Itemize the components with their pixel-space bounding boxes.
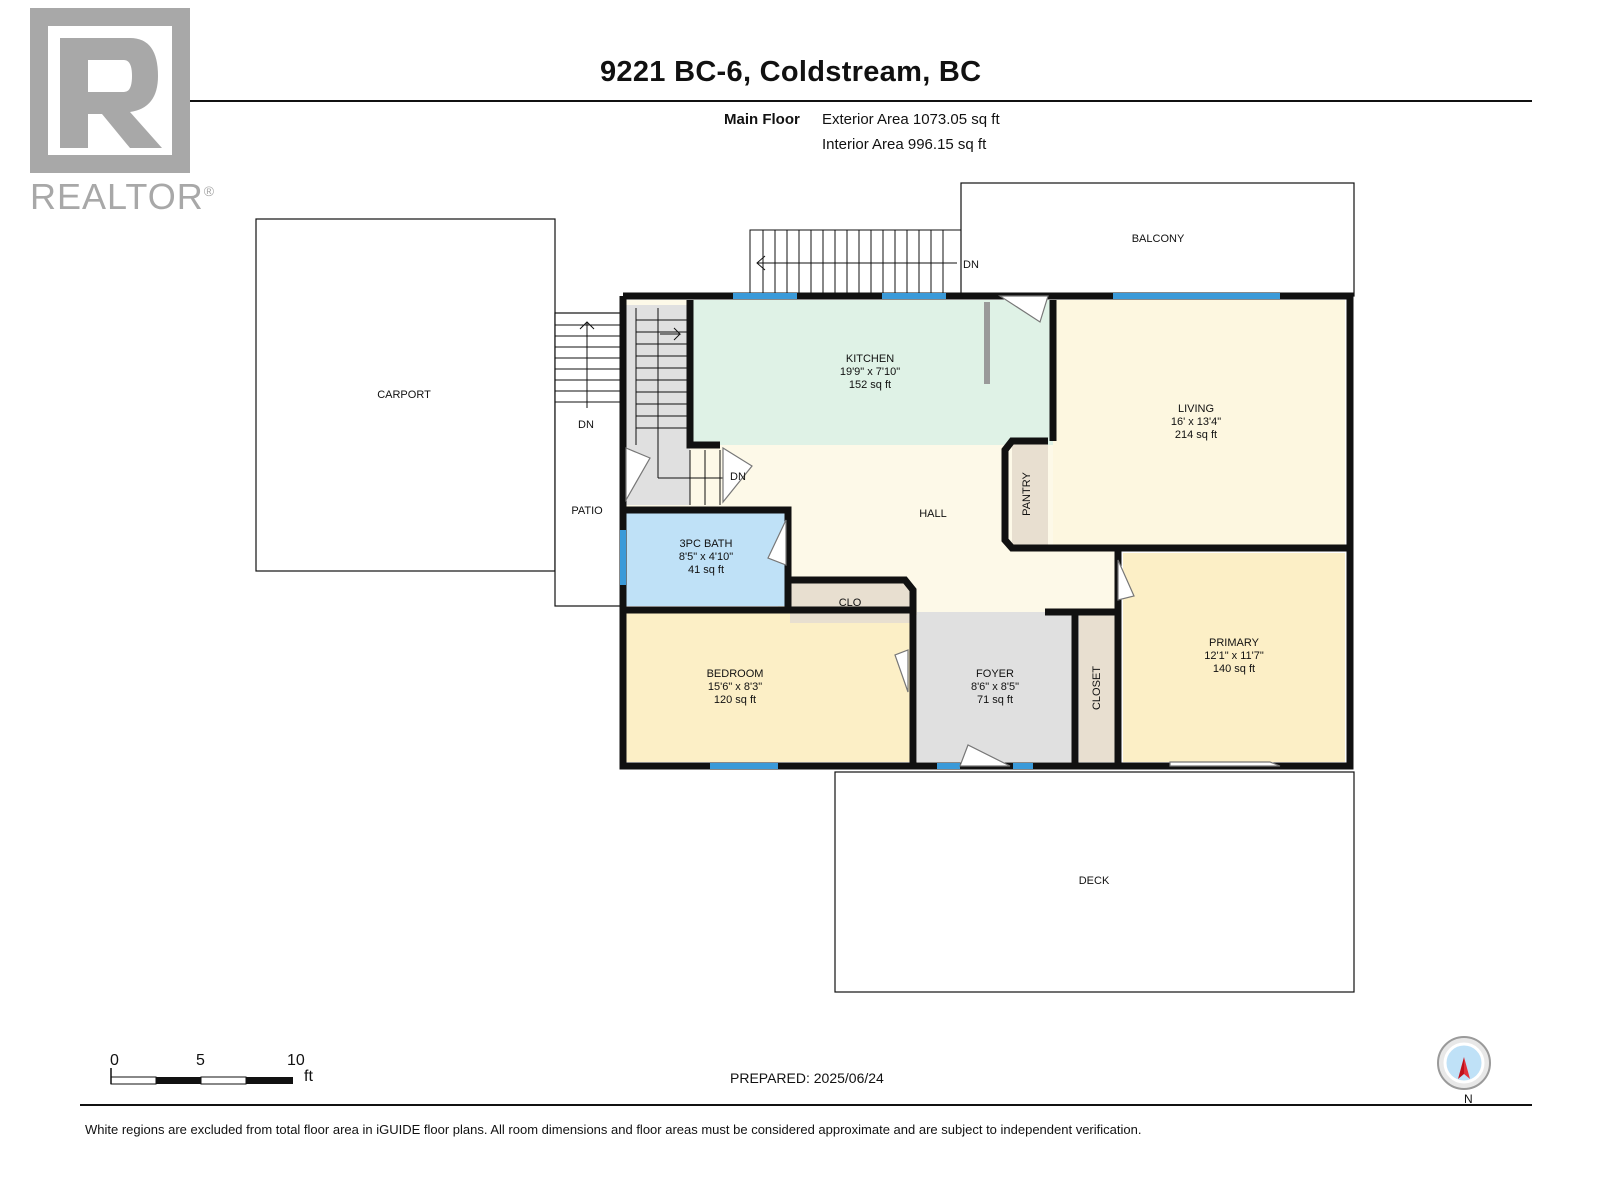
svg-text:8'6" x 8'5": 8'6" x 8'5" [971,681,1019,693]
header-rule [80,100,1532,102]
scale-tick-0: 0 [110,1052,119,1069]
svg-text:214 sq ft: 214 sq ft [1175,429,1217,441]
floor-name: Main Floor [724,111,800,128]
bedroom-label: BEDROOM 15'6" x 8'3" 120 sq ft [707,668,764,706]
hall-label: HALL [919,508,947,520]
scale-tick-5: 5 [196,1052,205,1069]
exterior-stairs-top [749,229,962,297]
balcony-label: BALCONY [1132,233,1185,245]
compass-icon [1437,1036,1491,1090]
deck-label: DECK [1079,875,1110,887]
patio-label: PATIO [571,505,603,517]
carport-label: CARPORT [377,389,431,401]
closet-fill [1079,615,1117,762]
svg-text:152 sq ft: 152 sq ft [849,379,891,391]
foyer-fill [917,612,1075,762]
stairs-down-label-top: DN [963,259,979,271]
scale-tick-10: 10 [287,1052,305,1069]
kitchen-fill [690,300,1053,445]
foyer-label: FOYER 8'6" x 8'5" 71 sq ft [971,668,1019,706]
stairs-down-label-left: DN [578,419,594,431]
walls [619,292,1354,770]
svg-text:FOYER: FOYER [976,668,1014,680]
pantry-fill [1012,442,1048,545]
disclaimer: White regions are excluded from total fl… [85,1122,1142,1137]
prepared-date: PREPARED: 2025/06/24 [730,1070,884,1086]
windows [620,293,1280,769]
registered-mark-icon: ® [203,183,216,199]
interior-area: Interior Area 996.15 sq ft [822,136,987,153]
bath-fill [626,513,786,606]
scale-unit: ft [304,1068,313,1085]
closet-label: CLOSET [1091,666,1103,710]
svg-text:120 sq ft: 120 sq ft [714,694,756,706]
svg-text:8'5" x 4'10": 8'5" x 4'10" [679,551,733,563]
svg-text:3PC BATH: 3PC BATH [680,538,733,550]
counter-divider [984,302,990,384]
realtor-logo-text: REALTOR® [30,176,216,217]
svg-text:15'6" x 8'3": 15'6" x 8'3" [708,681,762,693]
living-fill [1053,300,1345,548]
clo-fill [790,580,910,623]
primary-label: PRIMARY 12'1" x 11'7" 140 sq ft [1204,637,1264,675]
primary-fill [1123,553,1345,762]
realtor-logo-icon [30,8,190,173]
north-label: N [1464,1092,1473,1106]
page-title: 9221 BC-6, Coldstream, BC [600,56,982,88]
exterior-area: Exterior Area 1073.05 sq ft [822,111,1000,128]
clo-label: CLO [839,597,862,609]
svg-text:LIVING: LIVING [1178,403,1214,415]
svg-text:16' x 13'4": 16' x 13'4" [1171,416,1221,428]
doors [625,295,1281,767]
svg-text:71 sq ft: 71 sq ft [977,694,1013,706]
svg-text:BEDROOM: BEDROOM [707,668,764,680]
stairs-down-label-interior: DN [730,471,746,483]
exterior-stairs-left [555,321,620,408]
deck-area [834,771,1355,993]
bedroom-fill [626,612,913,762]
bath-label: 3PC BATH 8'5" x 4'10" 41 sq ft [679,538,733,576]
living-label: LIVING 16' x 13'4" 214 sq ft [1171,403,1221,441]
svg-text:PRIMARY: PRIMARY [1209,637,1260,649]
svg-text:140 sq ft: 140 sq ft [1213,663,1255,675]
pantry-label: PANTRY [1021,472,1033,516]
footer-rule [80,1104,1532,1106]
balcony-area [960,182,1355,297]
interior-stairs [635,308,728,505]
svg-text:19'9" x 7'10": 19'9" x 7'10" [840,366,900,378]
svg-text:41 sq ft: 41 sq ft [688,564,724,576]
kitchen-label: KITCHEN 19'9" x 7'10" 152 sq ft [840,353,900,391]
svg-text:KITCHEN: KITCHEN [846,353,894,365]
svg-text:12'1" x 11'7": 12'1" x 11'7" [1204,650,1264,662]
patio-area [554,312,624,607]
